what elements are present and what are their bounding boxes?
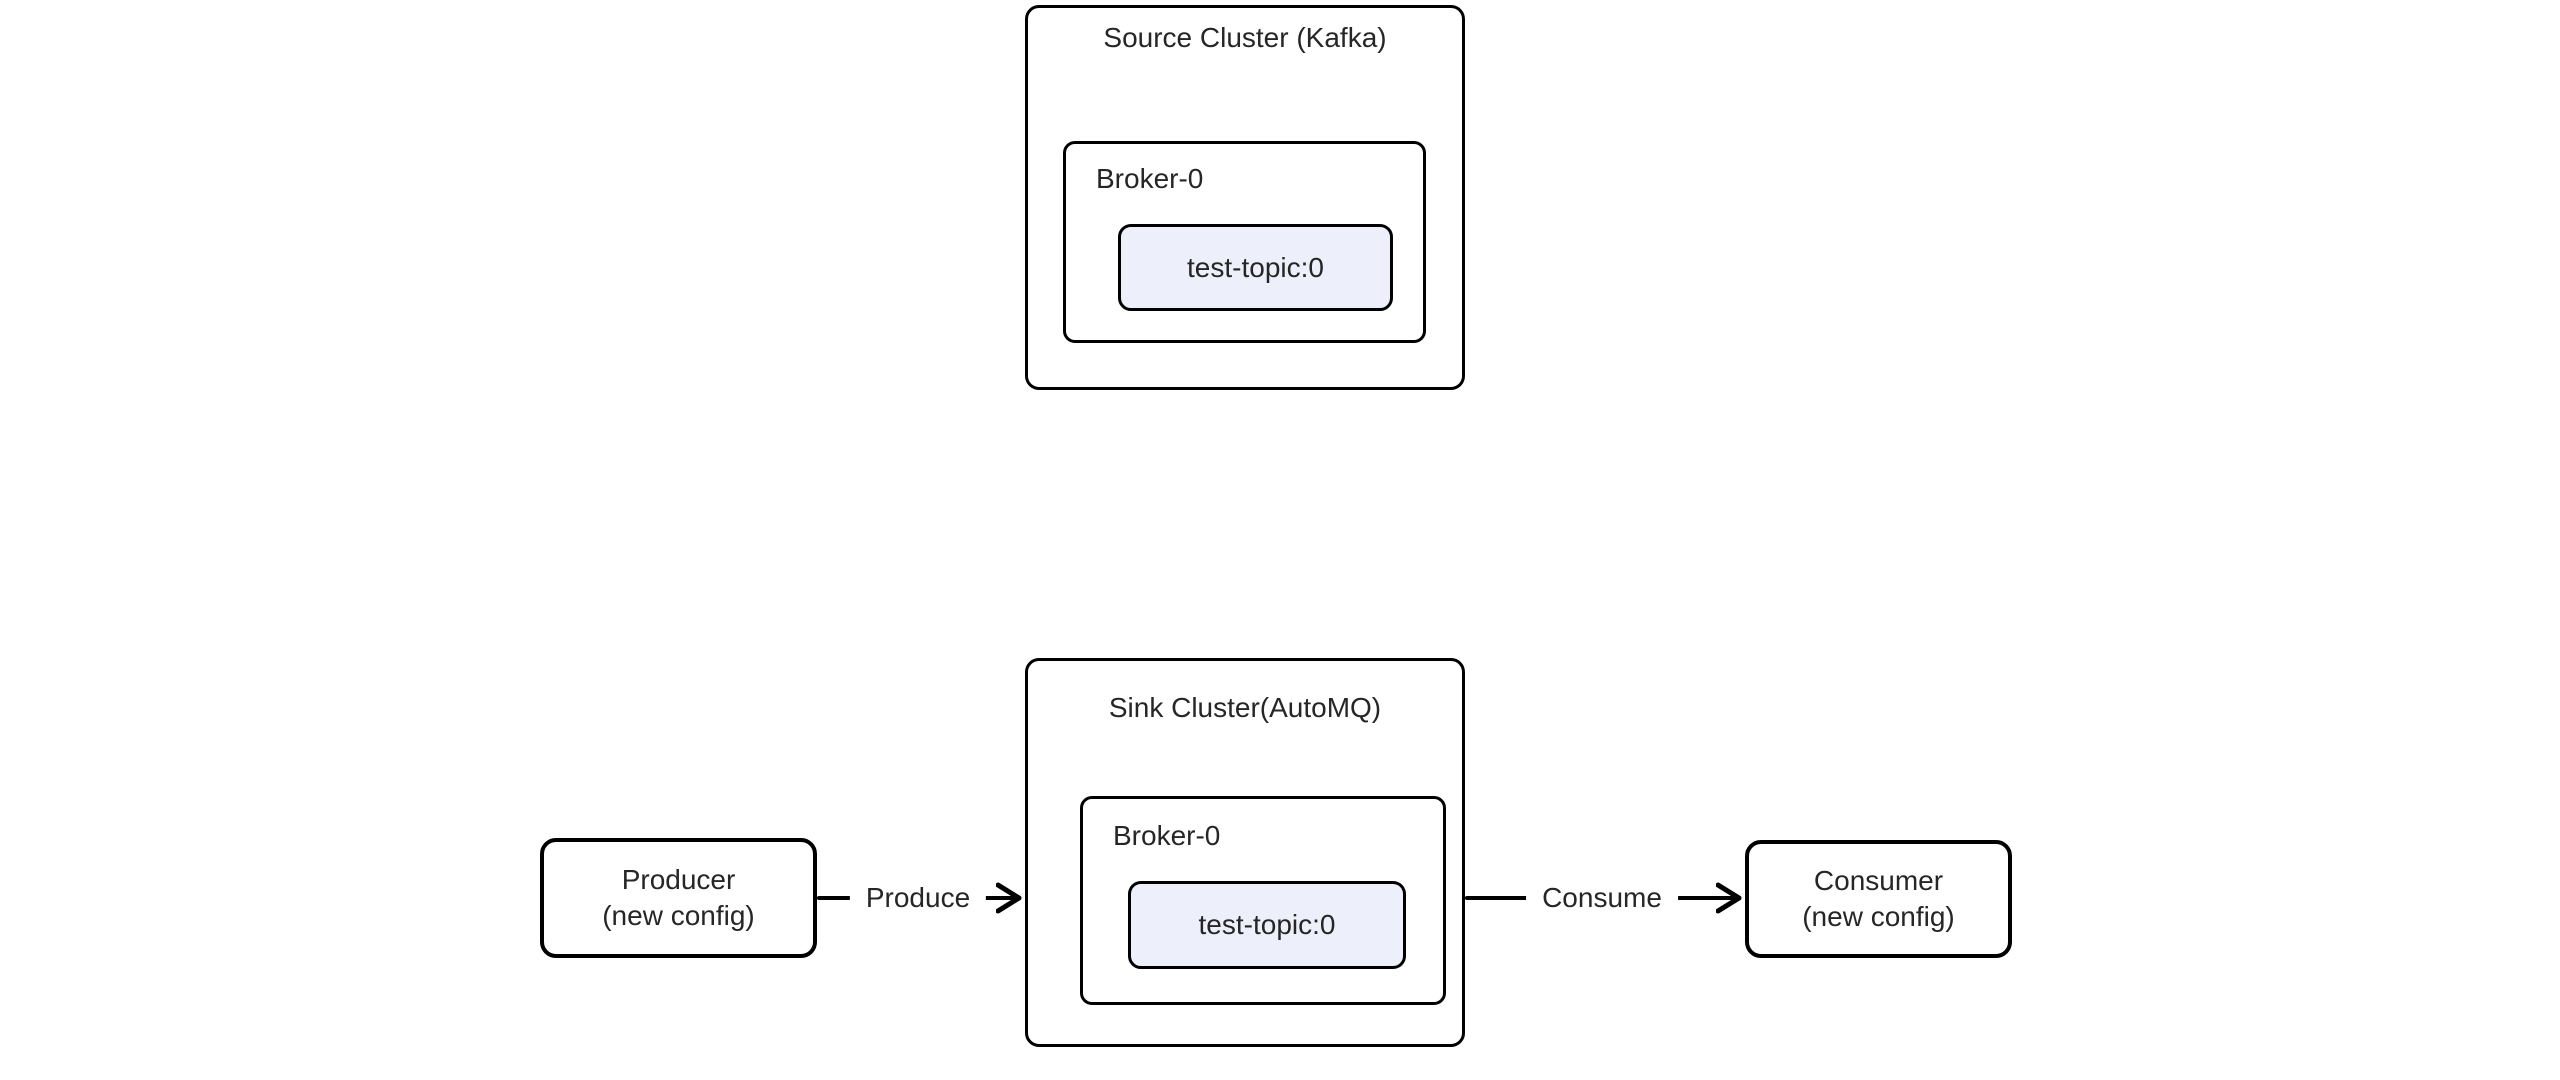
producer-label-line2: (new config) <box>602 900 755 931</box>
source-broker-box: Broker-0 test-topic:0 <box>1063 141 1426 343</box>
source-cluster-title: Source Cluster (Kafka) <box>1103 22 1387 53</box>
consumer-label-line1: Consumer <box>1813 865 1944 896</box>
sink-topic-label: test-topic:0 <box>1198 909 1336 940</box>
sink-cluster-box: Sink Cluster(AutoMQ) Broker-0 test-topic… <box>1025 658 1465 1047</box>
source-topic-node: test-topic:0 <box>1118 224 1393 311</box>
consume-edge-label: Consume <box>1526 880 1678 916</box>
sink-topic-node: test-topic:0 <box>1128 881 1406 969</box>
source-cluster-box: Source Cluster (Kafka) Broker-0 test-top… <box>1025 5 1465 390</box>
sink-broker-label: Broker-0 <box>1113 820 1221 851</box>
produce-edge-label: Produce <box>849 880 987 916</box>
sink-broker-box: Broker-0 test-topic:0 <box>1080 796 1446 1005</box>
consumer-label-line2: (new config) <box>1802 901 1955 932</box>
source-topic-label: test-topic:0 <box>1187 251 1324 283</box>
sink-cluster-title: Sink Cluster(AutoMQ) <box>1108 692 1382 723</box>
producer-label-line1: Producer <box>621 864 736 895</box>
source-broker-label: Broker-0 <box>1096 163 1204 194</box>
arrow-right-icon <box>996 882 1022 914</box>
arrow-right-icon <box>1716 882 1742 914</box>
producer-node: Producer (new config) <box>540 838 817 958</box>
consumer-node: Consumer (new config) <box>1745 840 2012 958</box>
